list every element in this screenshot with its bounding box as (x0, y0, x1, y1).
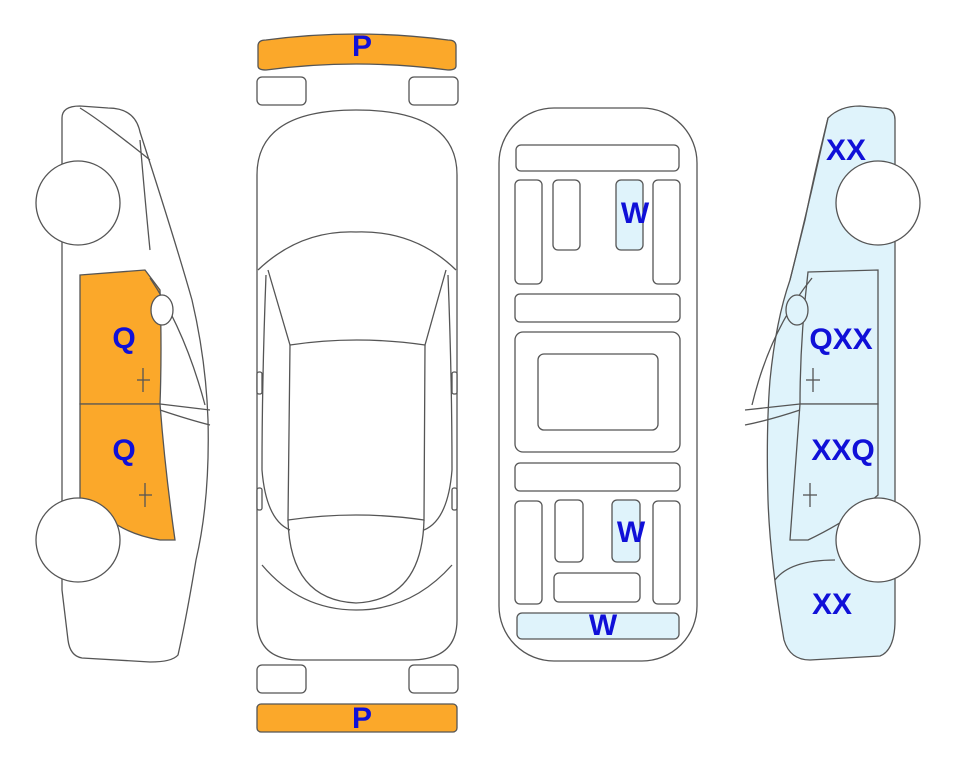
top-trunk-line (261, 564, 453, 611)
right-front-wheel (835, 160, 921, 246)
right-window-line (744, 277, 813, 426)
top-windshield (261, 269, 453, 531)
front-right-lamp (408, 76, 459, 106)
front-bumper[interactable] (257, 33, 457, 71)
front-bumper-label: P (352, 30, 372, 63)
floor-rear-panel[interactable] (516, 612, 680, 640)
left-rear-wheel (35, 160, 121, 246)
right-side-view: XX QXX XXQ XX (744, 105, 921, 661)
left-rear-door-label: Q (112, 322, 135, 355)
top-body-outline (256, 109, 458, 661)
floor-mid-front-cross (514, 293, 681, 323)
right-mirror[interactable] (785, 294, 809, 326)
top-right-handle (451, 487, 458, 511)
rear-bumper-label: P (352, 702, 372, 735)
top-rear-window (287, 519, 425, 604)
left-front-door-handle (139, 483, 152, 507)
floor-front-inner-left (552, 179, 581, 251)
right-rear-wheel (835, 497, 921, 583)
floor-rear-right-rail (652, 500, 681, 605)
floor-front-left-rail (514, 179, 543, 285)
right-rear-door-handle (803, 483, 817, 507)
left-front-door-label: Q (112, 434, 135, 467)
left-side-view: Q Q (35, 105, 211, 663)
floor-rear-inner-left (554, 499, 584, 563)
left-body-panel-line (79, 107, 151, 251)
left-window-line (149, 277, 211, 426)
right-rear-quarter-label: XX (812, 588, 852, 621)
rear-left-lamp (256, 664, 307, 694)
floor-rear-label: W (617, 516, 646, 549)
floor-rear-cross (553, 572, 641, 603)
rear-bumper[interactable] (256, 703, 458, 733)
rear-right-lamp (408, 664, 459, 694)
left-door-front[interactable] (79, 403, 176, 541)
floor-view: W W W (498, 107, 698, 662)
right-front-fender-line (789, 117, 829, 281)
floor-rear-panel-label: W (589, 609, 618, 642)
top-view: P P (256, 30, 459, 735)
top-right-mirror (451, 371, 458, 395)
left-rear-door-handle (137, 368, 150, 392)
right-front-door-label: QXX (809, 323, 872, 356)
right-rear-door-label: XXQ (811, 434, 874, 467)
floor-rear-left-rail (514, 500, 543, 605)
floor-front-right-rail (652, 179, 681, 285)
right-rear-quarter-line (774, 559, 836, 581)
front-left-lamp (256, 76, 307, 106)
top-hood-line (257, 231, 457, 271)
top-roof (287, 344, 426, 521)
left-mirror[interactable] (150, 294, 174, 326)
left-front-wheel (35, 497, 121, 583)
floor-rear-inner-right[interactable] (611, 499, 641, 563)
floor-front-cross (515, 144, 680, 172)
top-left-handle (256, 487, 263, 511)
top-left-mirror (256, 371, 263, 395)
right-front-door-handle (806, 368, 820, 392)
right-front-fender-label: XX (826, 134, 866, 167)
floor-center-panel (537, 353, 659, 431)
floor-front-inner-right[interactable] (615, 179, 644, 251)
floor-front-label: W (621, 197, 650, 230)
floor-mid-rear-cross (514, 462, 681, 492)
